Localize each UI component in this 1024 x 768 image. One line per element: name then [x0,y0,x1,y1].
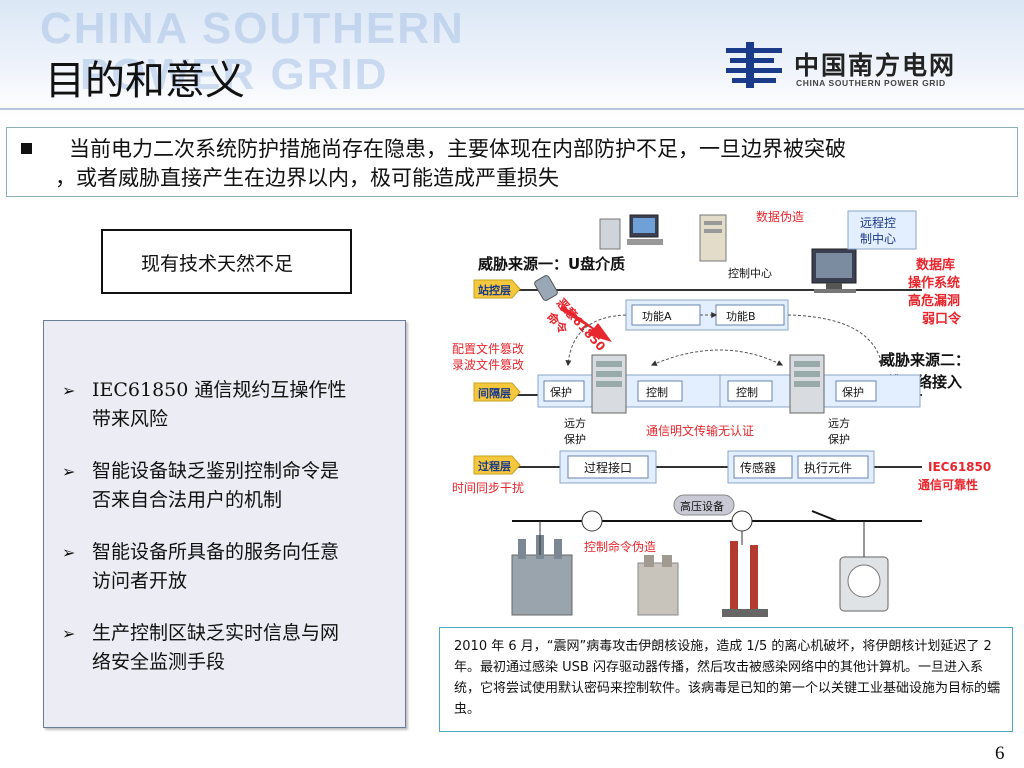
layer-tag-process: 过程层 [473,455,521,475]
threat-source-2-label-1: 威胁来源二： [880,351,970,369]
malicious-command-arrow [560,305,612,342]
list-item-line: IEC61850 通信规约互操作性 [92,379,347,401]
arrow-bullet-icon: ➢ [62,543,76,562]
company-logo: 中国南方电网 CHINA SOUTHERN POWER GRID [724,40,1014,90]
function-b-label: 功能B [726,309,756,323]
threat-source-1-label: 威胁来源一：U盘介质 [478,255,625,273]
hv-device-pill [673,494,735,516]
intro-box: 当前电力二次系统防护措施尚存在隐患，主要体现在内部防护不足，一旦边界被突破 ，或… [6,127,1018,197]
ct-circle [731,510,753,532]
title-divider [0,108,1024,110]
protect-box-right [835,380,877,402]
plaintext-warning-label: 通信明文传输无认证 [646,423,754,438]
list-item-line: 带来风险 [92,408,169,430]
db-risk-label-2: 操作系统 [908,275,960,291]
ied-cabinet-icon [591,354,627,414]
iec-reliability-label-2: 通信可靠性 [918,477,978,492]
layer-tag-bay: 间隔层 [473,382,521,402]
protect-label-right: 保护 [842,385,864,399]
flow-arrow [650,349,784,366]
workstation-icon [599,214,663,250]
logo-emblem-icon [726,42,782,88]
db-risk-label-1: 数据库 [916,257,955,273]
square-bullet-icon [21,143,32,154]
hv-device-label: 高压设备 [680,499,724,513]
process-interface-label: 过程接口 [584,460,632,475]
control-label-left: 控制 [646,385,668,399]
config-tamper-label-2: 录波文件篡改 [452,357,524,372]
insulator-icon [722,541,768,617]
data-forgery-label: 数据伪造 [756,209,804,224]
function-a-label: 功能A [642,309,672,323]
control-label-right: 控制 [736,385,758,399]
ct-circle [581,510,603,532]
remote-control-center-box [847,210,917,250]
process-interface-box [567,455,649,479]
station-layer-label: 站控层 [478,283,511,297]
flow-arrow [787,314,884,367]
logo-english-name: CHINA SOUTHERN POWER GRID [796,78,946,88]
slide-header: CHINA SOUTHERN POWER GRID 目的和意义 中国南方电网 C… [0,0,1024,118]
watermark-line-2: POWER GRID [80,50,389,99]
command-forgery-label: 控制命令伪造 [584,539,656,554]
db-risk-label-4: 弱口令 [922,311,962,327]
list-item-line: 智能设备所具备的服务向任意 [92,541,340,563]
control-center-label: 控制中心 [728,266,772,280]
sensor-label: 传感器 [740,460,776,475]
remote-protect-label-1: 远方 [564,416,586,430]
intro-line-1: 当前电力二次系统防护措施尚存在隐患，主要体现在内部防护不足，一旦边界被突破 [69,137,846,161]
iec-reliability-label-1: IEC61850 [928,460,991,474]
remote-control-label-1: 远程控 [860,215,896,230]
stuxnet-info-box: 2010 年 6 月，“震网”病毒攻击伊朗核设施，造成 1/5 的离心机破坏，将… [439,627,1013,732]
db-risk-label-3: 高危漏洞 [908,293,960,309]
watermark-line-1: CHINA SOUTHERN [40,4,465,53]
shortcoming-list-panel: ➢ IEC61850 通信规约互操作性带来风险 ➢ 智能设备缺乏鉴别控制命令是否… [43,320,406,728]
remote-protect-label-1-right: 远方 [828,416,850,430]
time-sync-label: 时间同步干扰 [452,481,524,495]
actuator-label: 执行元件 [804,461,852,475]
ied-cabinet-icon [789,354,825,414]
arrow-bullet-icon: ➢ [62,624,76,643]
page-title: 目的和意义 [45,58,245,104]
list-item-line: 生产控制区缺乏实时信息与网 [92,622,340,644]
arrow-bullet-icon: ➢ [62,462,76,481]
remote-control-label-2: 制中心 [860,231,896,246]
logo-chinese-name: 中国南方电网 [794,51,957,80]
flow-arrow [565,314,627,367]
usb-stick-icon [534,275,558,301]
list-item-line: 络安全监测手段 [92,651,226,673]
stuxnet-info-text: 2010 年 6 月，“震网”病毒攻击伊朗核设施，造成 1/5 的离心机破坏，将… [454,639,1001,717]
header-watermark: CHINA SOUTHERN POWER GRID [40,6,465,98]
shortcoming-label-box: 现有技术天然不足 [101,229,352,294]
intro-line-2: ，或者威胁直接产生在边界以内，极可能造成严重损失 [55,166,559,190]
config-tamper-label-1: 配置文件篡改 [452,341,524,356]
page-number: 6 [995,743,1005,764]
list-item-line: 访问者开放 [92,570,188,592]
arrow-bullet-icon: ➢ [62,381,76,400]
protect-label-left: 保护 [550,385,572,399]
remote-protect-label-2-right: 保护 [828,432,850,446]
list-item-line: 否来自合法用户的机制 [92,489,283,511]
bay-layer-label: 间隔层 [478,386,511,400]
shortcoming-label: 现有技术天然不足 [141,253,294,275]
remote-computer-icon [811,248,857,293]
remote-protect-label-2: 保护 [564,432,586,446]
list-item-line: 智能设备缺乏鉴别控制命令是 [92,460,340,482]
transformer-icon [511,535,573,616]
process-layer-label: 过程层 [478,459,511,473]
threat-architecture-diagram: 站控层 间隔层 过程层 控制中心 远程控 制中心 数据伪造 威胁来源一：U盘介质… [452,209,991,617]
control-server-icon [699,214,727,262]
control-box-right [727,380,773,402]
layer-tag-station: 站控层 [473,279,521,299]
sensor-box [733,455,793,479]
meter-icon [839,556,889,612]
switch-line [811,510,838,522]
actuator-box [797,455,869,479]
breaker-icon [637,555,679,616]
protect-box-left [543,380,585,402]
control-box-left [637,380,683,402]
